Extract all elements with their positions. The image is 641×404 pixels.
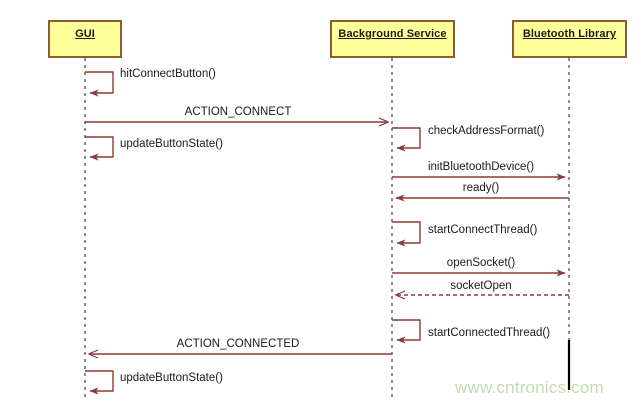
message-label-hit-connect-button: hitConnectButton() (120, 68, 216, 80)
message-label-socket-open: socketOpen (450, 280, 512, 292)
lifeline-header-background-service[interactable]: Background Service (330, 20, 455, 58)
message-check-address-format (392, 127, 421, 152)
message-update-button-state-1 (85, 136, 114, 161)
message-label-start-connect-thread: startConnectThread() (428, 224, 538, 236)
message-label-action-connected: ACTION_CONNECTED (176, 338, 300, 350)
message-hit-connect-button (85, 71, 114, 97)
message-label-ready: ready() (462, 182, 500, 194)
message-label-update-button-state-2: updateButtonState() (120, 372, 223, 384)
message-label-update-button-state-1: updateButtonState() (120, 138, 223, 150)
message-label-action-connect: ACTION_CONNECT (184, 106, 292, 118)
message-start-connect-thread (392, 221, 421, 247)
message-update-button-state-2 (85, 370, 114, 395)
message-label-open-socket: openSocket() (446, 257, 516, 269)
message-start-connected-thread (392, 319, 421, 344)
lifeline-header-bluetooth-library-label: Bluetooth Library (522, 28, 617, 40)
message-label-check-address-format: checkAddressFormat() (428, 125, 545, 137)
lifeline-header-bluetooth-library[interactable]: Bluetooth Library (512, 20, 627, 58)
message-label-start-connected-thread: startConnectedThread() (428, 327, 551, 339)
watermark-text: www.cntronics.com (455, 378, 604, 397)
lifeline-header-background-service-label: Background Service (338, 28, 447, 40)
lifeline-header-gui[interactable]: GUI (48, 20, 122, 58)
lifeline-header-gui-label: GUI (75, 28, 95, 40)
message-label-init-bluetooth-device: initBluetoothDevice() (427, 161, 535, 173)
